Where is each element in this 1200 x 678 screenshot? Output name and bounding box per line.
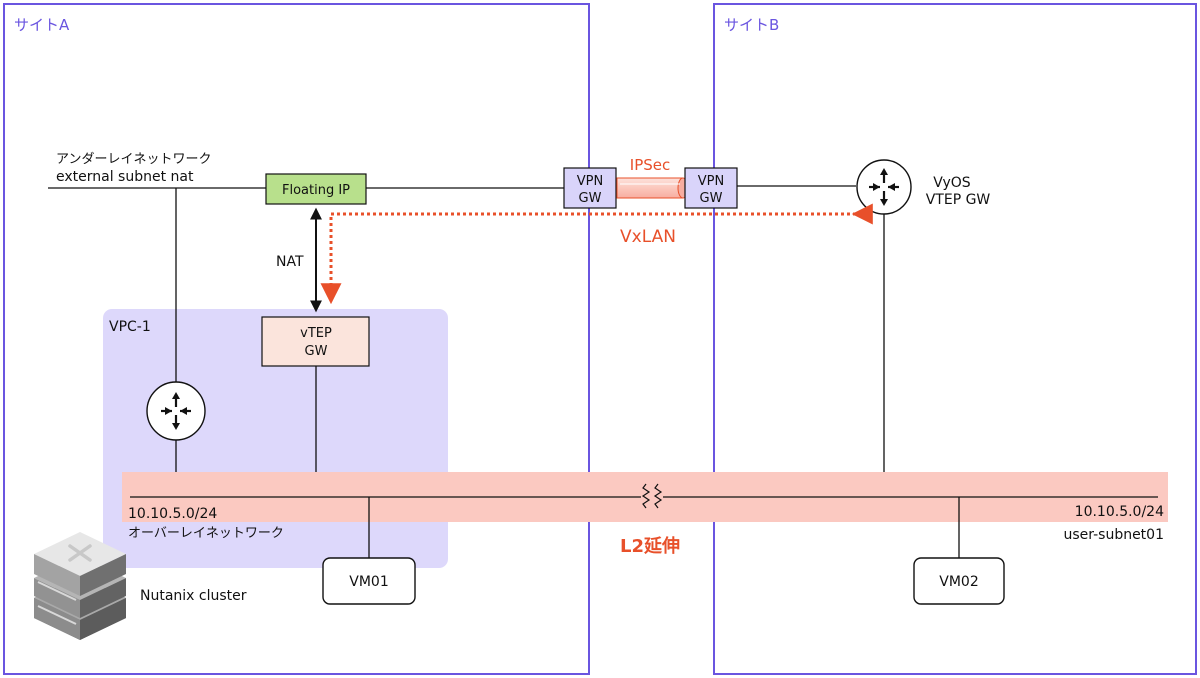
vm01-box — [322, 557, 416, 605]
vm01-label: VM01 — [349, 574, 388, 590]
nat-label: NAT — [276, 254, 304, 270]
site-a-label: サイトA — [14, 16, 70, 34]
vpn-gw-a-label-line1: VPN — [577, 174, 603, 189]
vxlan-path — [320, 203, 873, 305]
underlay-label-en: external subnet nat — [56, 169, 194, 185]
site-b-label: サイトB — [724, 16, 779, 34]
nutanix-cluster-label: Nutanix cluster — [140, 588, 247, 604]
ipsec-tunnel — [616, 177, 689, 199]
router-a-icon — [146, 381, 206, 441]
vm02-box — [913, 557, 1005, 605]
vm02-label: VM02 — [939, 574, 978, 590]
overlay-subnet-right: 10.10.5.0/24 — [1075, 504, 1164, 520]
vyos-router-icon — [856, 159, 912, 215]
vpn-gw-b-label-line1: VPN — [698, 174, 724, 189]
l2-extension-label: L2延伸 — [620, 535, 680, 557]
overlay-network-name: オーバーレイネットワーク — [128, 526, 284, 541]
overlay-subnet-left: 10.10.5.0/24 — [128, 506, 217, 522]
site-a-frame — [3, 3, 590, 675]
vtep-gw-box — [261, 316, 370, 367]
overlay-break-mark — [641, 483, 663, 509]
vpc-label: VPC-1 — [109, 319, 151, 335]
vtep-gw-label-line1: vTEP — [300, 326, 332, 341]
floating-ip-box — [265, 173, 367, 205]
overlay-subnet-name-right: user-subnet01 — [1063, 527, 1164, 543]
underlay-label-jp: アンダーレイネットワーク — [56, 152, 211, 167]
vpn-gw-a-box — [563, 167, 617, 209]
vxlan-label: VxLAN — [620, 227, 676, 247]
vpn-gw-b-label-line2: GW — [700, 191, 723, 206]
vyos-label-line2: VTEP GW — [926, 192, 991, 208]
floating-ip-label: Floating IP — [282, 183, 350, 198]
site-b-frame — [713, 3, 1197, 675]
vpn-gw-a-label-line2: GW — [579, 191, 602, 206]
nutanix-cluster-icon — [34, 532, 126, 640]
vtep-gw-label-line2: GW — [305, 344, 328, 359]
ipsec-label: IPSec — [630, 156, 670, 174]
vyos-label-line1: VyOS — [933, 175, 971, 191]
